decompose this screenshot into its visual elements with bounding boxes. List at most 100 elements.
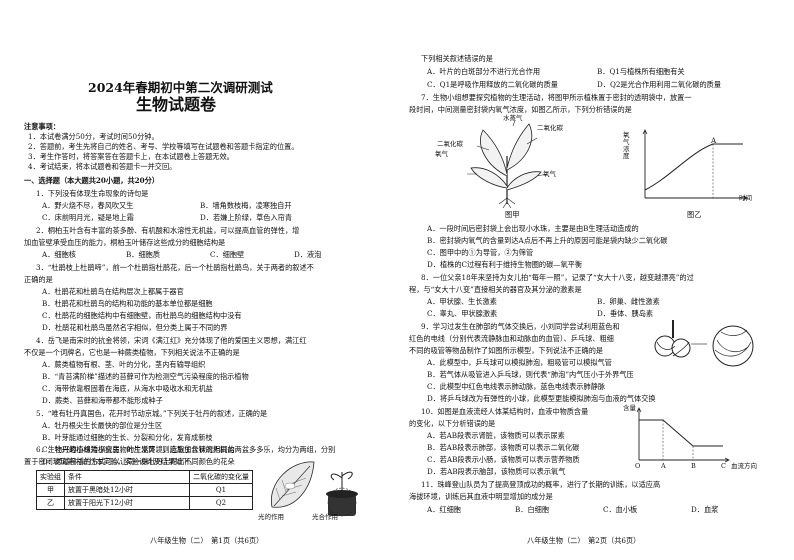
page-footer: 八年级生物（二） 第1页（共6页） bbox=[150, 536, 264, 545]
option: D．通过杆插的方式可以让同一株牡丹上开出不同颜色的花朵 bbox=[42, 457, 235, 466]
option: B．“青苔满阶梯”描述的苔藓可作为检测空气污染程度的指示植物 bbox=[42, 372, 249, 381]
exam-subtitle: 生物试题卷 bbox=[136, 95, 217, 114]
question-10: 10．如图是血液流经人体某结构时，血液中物质含量 bbox=[421, 407, 589, 416]
exam-title: 2024年春期初中第二次调研测试 bbox=[88, 80, 273, 95]
graph-tick: O bbox=[635, 462, 641, 470]
question-text: 的变化，以下分析错误的是 bbox=[409, 419, 496, 428]
table-cell: 乙 bbox=[36, 496, 65, 510]
option: B．杜鹃花和杜鹃鸟的结构和功能的基本单位都是细胞 bbox=[42, 299, 213, 308]
plant-label: 二氧化碳 bbox=[437, 140, 463, 148]
question-7: 7．生物小组想要探究植物的生理活动，将图甲所示植株置于密封的透明袋中，放置一 bbox=[421, 93, 692, 102]
figure-label: 光的作用 bbox=[258, 513, 284, 521]
option: D．若AB段表示脑部，该物质可以表示氧气 bbox=[427, 467, 566, 476]
option: B．卵巢、雌性激素 bbox=[597, 297, 660, 306]
question-9: 9．学习过发生在肺部的气体交换后，小刘同学尝试利用蓝色和 bbox=[421, 322, 620, 331]
question-text: 不同的吸管等物品制作了如图所示模型，下列说法不正确的是 bbox=[409, 346, 604, 355]
option: D．若嫌上阶绿，草色入帘青 bbox=[200, 213, 293, 222]
option: C．细胞壁 bbox=[210, 250, 245, 259]
option: C．Q1是呼吸作用释放的二氧化碳的质量 bbox=[427, 80, 558, 89]
option: C．睾丸、甲状腺激素 bbox=[427, 309, 498, 318]
table-cell: 放置于黑暗处12小时 bbox=[64, 483, 190, 497]
option: D．将乒乓球改为有弹性的小球，此模型更能模拟肺泡与血液的气体交换 bbox=[427, 394, 656, 403]
table-header: 实验组 bbox=[36, 470, 65, 484]
left-page: 2024年春期初中第二次调研测试 生物试题卷 注意事项： 1．本试卷满分50分，… bbox=[24, 80, 358, 545]
notice-item: 2．答题前，考生先将自己的姓名、考号、学校等填写在试题卷和答题卡指定的位置。 bbox=[28, 142, 299, 151]
option: A．牡丹根尖生长最快的部位是分生区 bbox=[42, 421, 163, 430]
plant-label: 氧气 bbox=[543, 170, 556, 178]
plant-label: 水蒸气 bbox=[503, 114, 523, 122]
table-cell: Q2 bbox=[189, 496, 253, 510]
table-row: 乙 放置于阳光下12小时 Q2 bbox=[36, 496, 253, 510]
option: A．杜鹃花和杜鹃鸟在结构层次上都属于器官 bbox=[42, 287, 184, 296]
option: D．垂体、胰岛素 bbox=[597, 309, 654, 318]
option: C．若AB段表示小肠，该物质可以表示营养物质 bbox=[427, 455, 580, 464]
graph-xlabel: 血流方向 bbox=[731, 462, 757, 470]
option: A．细胞核 bbox=[42, 250, 76, 259]
section-heading: 一、选择题（本大题共20小题，共20分） bbox=[24, 176, 160, 185]
figure-label: 光合作用 bbox=[312, 513, 338, 521]
question-text: 红色的电线（分别代表流静脉血和动脉血的血管）、乒乓球、粗细 bbox=[409, 334, 614, 343]
question-text: 程，与“女大十八变”直接相关的器官及其分泌的激素是 bbox=[409, 285, 582, 294]
graph-ylabel: 含量 bbox=[623, 404, 636, 412]
option: A．甲状腺、生长激素 bbox=[427, 297, 497, 306]
page-footer: 八年级生物（二） 第2页（共6页） bbox=[527, 536, 641, 545]
oxygen-graph bbox=[642, 129, 748, 201]
option: A．一段时间后密封袋上会出现小水珠，主要是由B生理活动造成的 bbox=[427, 224, 639, 233]
question-11: 11．珠峰登山队员为了提高登顶成功的概率，进行了长期的训练，以适应高 bbox=[421, 480, 661, 489]
option: A．此模型中，乒乓球可以模拟肺泡，粗吸管可以模拟气管 bbox=[427, 358, 612, 367]
question-text: 段时间，中间测量密封袋内氧气浓度，如图乙所示，下列分析错误的是 bbox=[409, 105, 632, 114]
graph-xlabel: 时间 bbox=[739, 194, 752, 202]
plant-diagram bbox=[467, 119, 548, 209]
option: A．若AB段表示肾脏，该物质可以表示尿素 bbox=[427, 431, 565, 440]
question-text: 下列相关叙述错误的是 bbox=[421, 54, 493, 63]
notice-item: 1．本试卷满分50分，考试时间50分钟。 bbox=[28, 132, 159, 141]
option: B．密封袋内氧气的含量到达A点后不再上升的原因可能是袋内缺少二氧化碳 bbox=[427, 236, 668, 245]
figure-caption: 图乙 bbox=[687, 210, 702, 219]
option: A．红细胞 bbox=[427, 505, 461, 514]
option: D．杜鹃花和杜鹃鸟虽然名字相似，但分类上属于不同的界 bbox=[42, 323, 228, 332]
plant-label: 氧气 bbox=[435, 150, 448, 158]
option: B．Q1与植株所有细胞有关 bbox=[597, 67, 685, 76]
option: D．血浆 bbox=[691, 505, 719, 514]
question-8: 8．一位父亲18年来坚持为女儿拍“每年一照”，记录了“女大十八变，越变越漂亮”的… bbox=[421, 273, 694, 282]
option: C．杜鹃花的细胞结构中有细胞壁，而杜鹃鸟的细胞结构中没有 bbox=[42, 311, 242, 320]
option: B．叶芽能通过细胞的生长、分裂和分化，发育成新枝 bbox=[42, 433, 213, 442]
blood-content-graph bbox=[636, 407, 730, 463]
table-row: 甲 放置于黑暗处12小时 Q1 bbox=[36, 483, 253, 497]
question-2: 2．桐柏玉叶含有丰富的茶多酚、有机酸和水溶性无机盐，可以提高血管的弹性，增 bbox=[36, 226, 300, 235]
question-6: 6．生物兴趣小组为探究生物的生活环境，选取生长状况相同的两盆多多乐，均分为两组，… bbox=[36, 445, 336, 454]
option: C．此模型中红色电线表示肺动脉，蓝色电线表示肺静脉 bbox=[427, 382, 606, 391]
option: C．床前明月光，疑是地上霜 bbox=[42, 213, 134, 222]
notice-item: 4．考试结束，将本试题卷和答题卡一并交回。 bbox=[28, 162, 177, 171]
graph-tick: B bbox=[691, 462, 696, 470]
question-text: 加血管壁承受血压的能力，桐柏玉叶储存这些成分的细胞结构是 bbox=[24, 238, 226, 247]
notice-heading: 注意事项： bbox=[24, 122, 60, 131]
option: B．细胞质 bbox=[126, 250, 161, 259]
table-header: 二氧化碳的变化量 bbox=[189, 470, 253, 484]
leaf-pot-illustration bbox=[271, 461, 358, 517]
option: D．液泡 bbox=[294, 250, 322, 259]
question-text: 置于密闭玻璃箱内进行本实验，实验设计及结果如下。 bbox=[24, 457, 197, 466]
question-text: 正确的是 bbox=[24, 275, 53, 284]
notice-item: 3．考生作答时，将答案答在答题卡上，在本试题卷上答题无效。 bbox=[28, 152, 234, 161]
option: C．血小板 bbox=[603, 505, 638, 514]
right-page: 下列相关叙述错误的是 A．叶片的白斑部分不进行光合作用 B．Q1与植株所有细胞有… bbox=[397, 0, 794, 560]
option: D．Q2是光合作用利用二氧化碳的质量 bbox=[597, 80, 722, 89]
option: A．叶片的白斑部分不进行光合作用 bbox=[427, 67, 541, 76]
option: B．墙角数枝梅，凌寒独自开 bbox=[200, 201, 292, 210]
table-cell: Q1 bbox=[189, 483, 253, 497]
plant-label: 二氧化碳 bbox=[537, 124, 563, 132]
question-3: 3．“杜鹃枝上杜鹃啼”，前一个杜鹃指杜鹃花，后一个杜鹃指杜鹃鸟，关于两者的叙述不 bbox=[36, 263, 314, 272]
table-header: 条件 bbox=[64, 470, 190, 484]
graph-point: A bbox=[711, 136, 717, 145]
option: C．牡丹的植株矮小瘦弱，叶片发黄，则应施加含钾的无机盐 bbox=[42, 445, 235, 454]
option: B．若AB段表示肺部，该物质可以表示二氧化碳 bbox=[427, 443, 580, 452]
experiment-table: 实验组 条件 二氧化碳的变化量 甲 放置于黑暗处12小时 Q1 乙 放置于阳光下… bbox=[36, 470, 253, 510]
question-5: 5．“唯有牡丹真国色，花开时节动京城。”下列关于牡丹的叙述，正确的是 bbox=[36, 409, 268, 418]
option: D．蕨类、苔藓和海带都不能形成种子 bbox=[42, 396, 163, 405]
question-text: 不仅是一个词牌名，它也是一种蕨类植物，下列相关说法不正确的是 bbox=[24, 348, 240, 357]
question-text: 海拔环境，训练后其血液中明显增加的成分是 bbox=[409, 492, 553, 501]
option: B．若气体从吸管进入乒乓球，则代表“肺泡”内气压小于外界气压 bbox=[427, 370, 634, 379]
graph-tick: C bbox=[721, 462, 726, 470]
option: C．海带依靠根固着在海底，从海水中吸收水和无机盐 bbox=[42, 384, 213, 393]
